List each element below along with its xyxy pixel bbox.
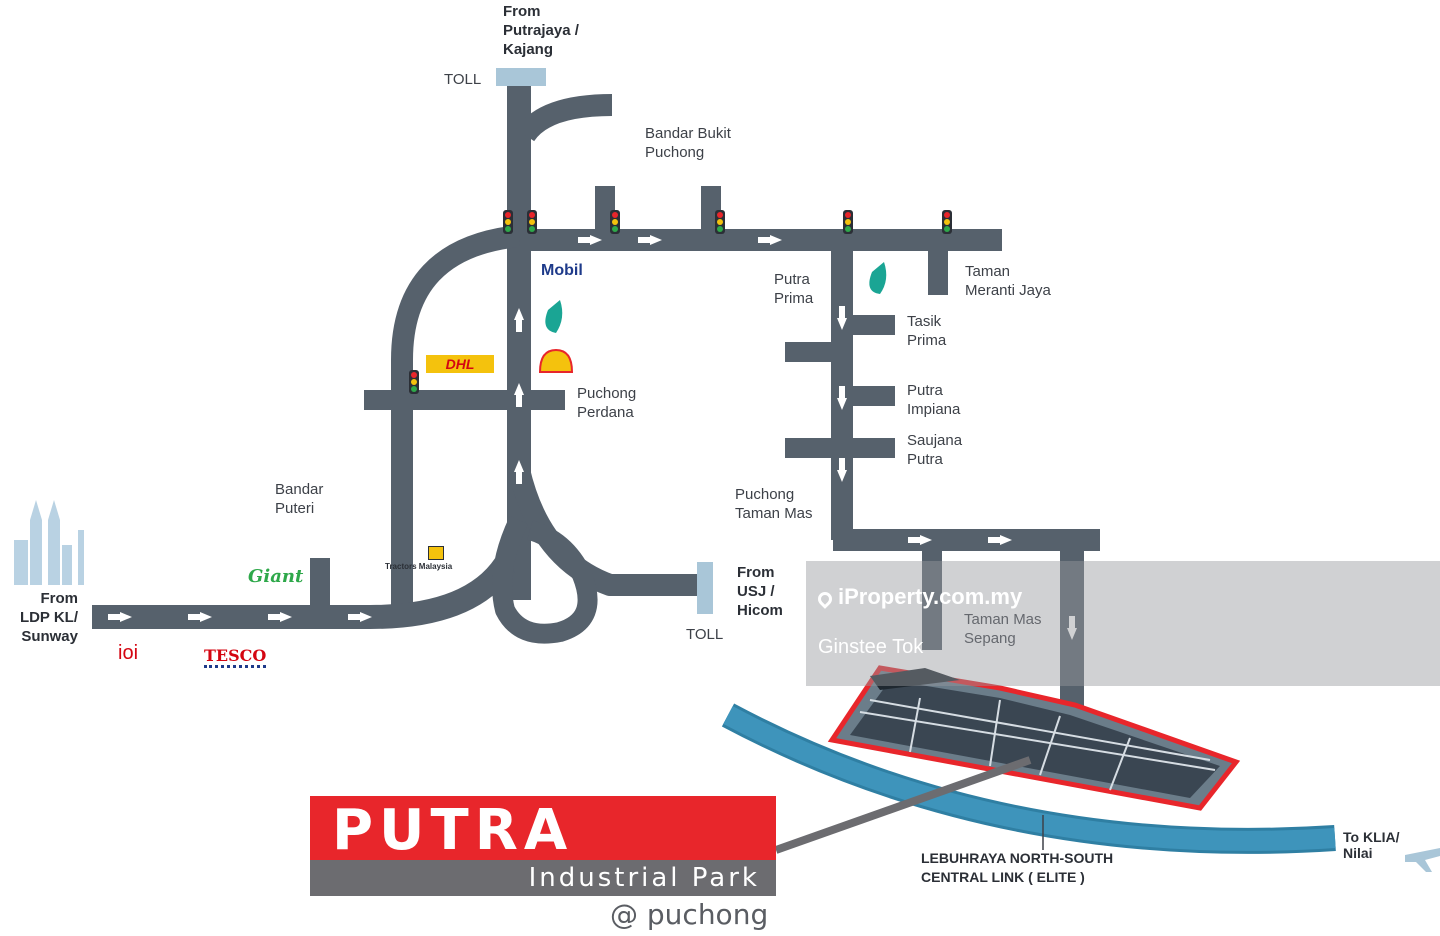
elite-highway-inner xyxy=(723,706,1336,851)
label-bandar-bukit-puchong: Bandar Bukit Puchong xyxy=(645,125,731,161)
label-putra-prima: Putra Prima xyxy=(774,271,814,307)
toll-east xyxy=(697,562,713,614)
tesco-logo: TESCO xyxy=(204,646,267,668)
tractors-logo: Tractors Malaysia xyxy=(385,562,453,571)
label-taman-meranti-jaya: Taman Meranti Jaya xyxy=(965,263,1051,299)
mobil-logo: Mobil xyxy=(541,262,583,279)
traffic-lights xyxy=(409,210,952,394)
label-saujana-putra: Saujana Putra xyxy=(907,432,963,468)
kl-skyline-icon xyxy=(14,500,84,585)
watermark-user: Ginstee Tok xyxy=(818,636,924,658)
putra-subtitle-banner: Industrial Park xyxy=(310,860,776,896)
putra-subtitle: Industrial Park xyxy=(528,863,760,893)
industrial-park-plot xyxy=(827,665,1241,811)
label-from-usj: From USJ / Hicom xyxy=(737,564,783,619)
dhl-logo: DHL xyxy=(426,355,494,373)
label-to-klia: To KLIA/ Nilai xyxy=(1343,829,1400,861)
plane-icon xyxy=(1405,848,1440,872)
putra-location: @ puchong xyxy=(610,898,769,931)
label-putra-impiana: Putra Impiana xyxy=(907,382,961,418)
label-expressway: LEBUHRAYA NORTH-SOUTH CENTRAL LINK ( ELI… xyxy=(921,850,1114,885)
toll-north xyxy=(496,68,546,86)
label-tasik-prima: Tasik Prima xyxy=(907,313,947,349)
shell-icon xyxy=(538,348,574,373)
ioi-logo: ioi xyxy=(118,642,139,664)
label-from-north: From Putrajaya / Kajang xyxy=(503,3,579,58)
putra-title-banner: PUTRA xyxy=(310,796,776,863)
label-taman-mas-sepang: Taman Mas Sepang xyxy=(964,611,1042,647)
tractors-icon xyxy=(428,546,444,560)
label-puchong-perdana: Puchong Perdana xyxy=(577,385,637,421)
label-toll-east: TOLL xyxy=(686,626,724,643)
giant-logo: Giant xyxy=(248,566,304,587)
watermark-site-text: iProperty.com.my xyxy=(838,584,1023,609)
label-puchong-taman-mas: Puchong Taman Mas xyxy=(735,486,813,522)
label-from-west: From LDP KL/ Sunway xyxy=(19,590,78,645)
direction-arrows xyxy=(108,235,1077,640)
label-toll-north: TOLL xyxy=(444,71,482,88)
watermark-site: iProperty.com.my xyxy=(815,584,1023,610)
putra-title: PUTRA xyxy=(332,798,574,863)
road-network xyxy=(92,70,1100,720)
label-bandar-puteri: Bandar Puteri xyxy=(275,481,324,517)
watermark-overlay xyxy=(806,561,1440,686)
leader-line xyxy=(774,756,1032,854)
location-pin-icon xyxy=(815,589,835,609)
petronas-icon xyxy=(545,262,887,333)
